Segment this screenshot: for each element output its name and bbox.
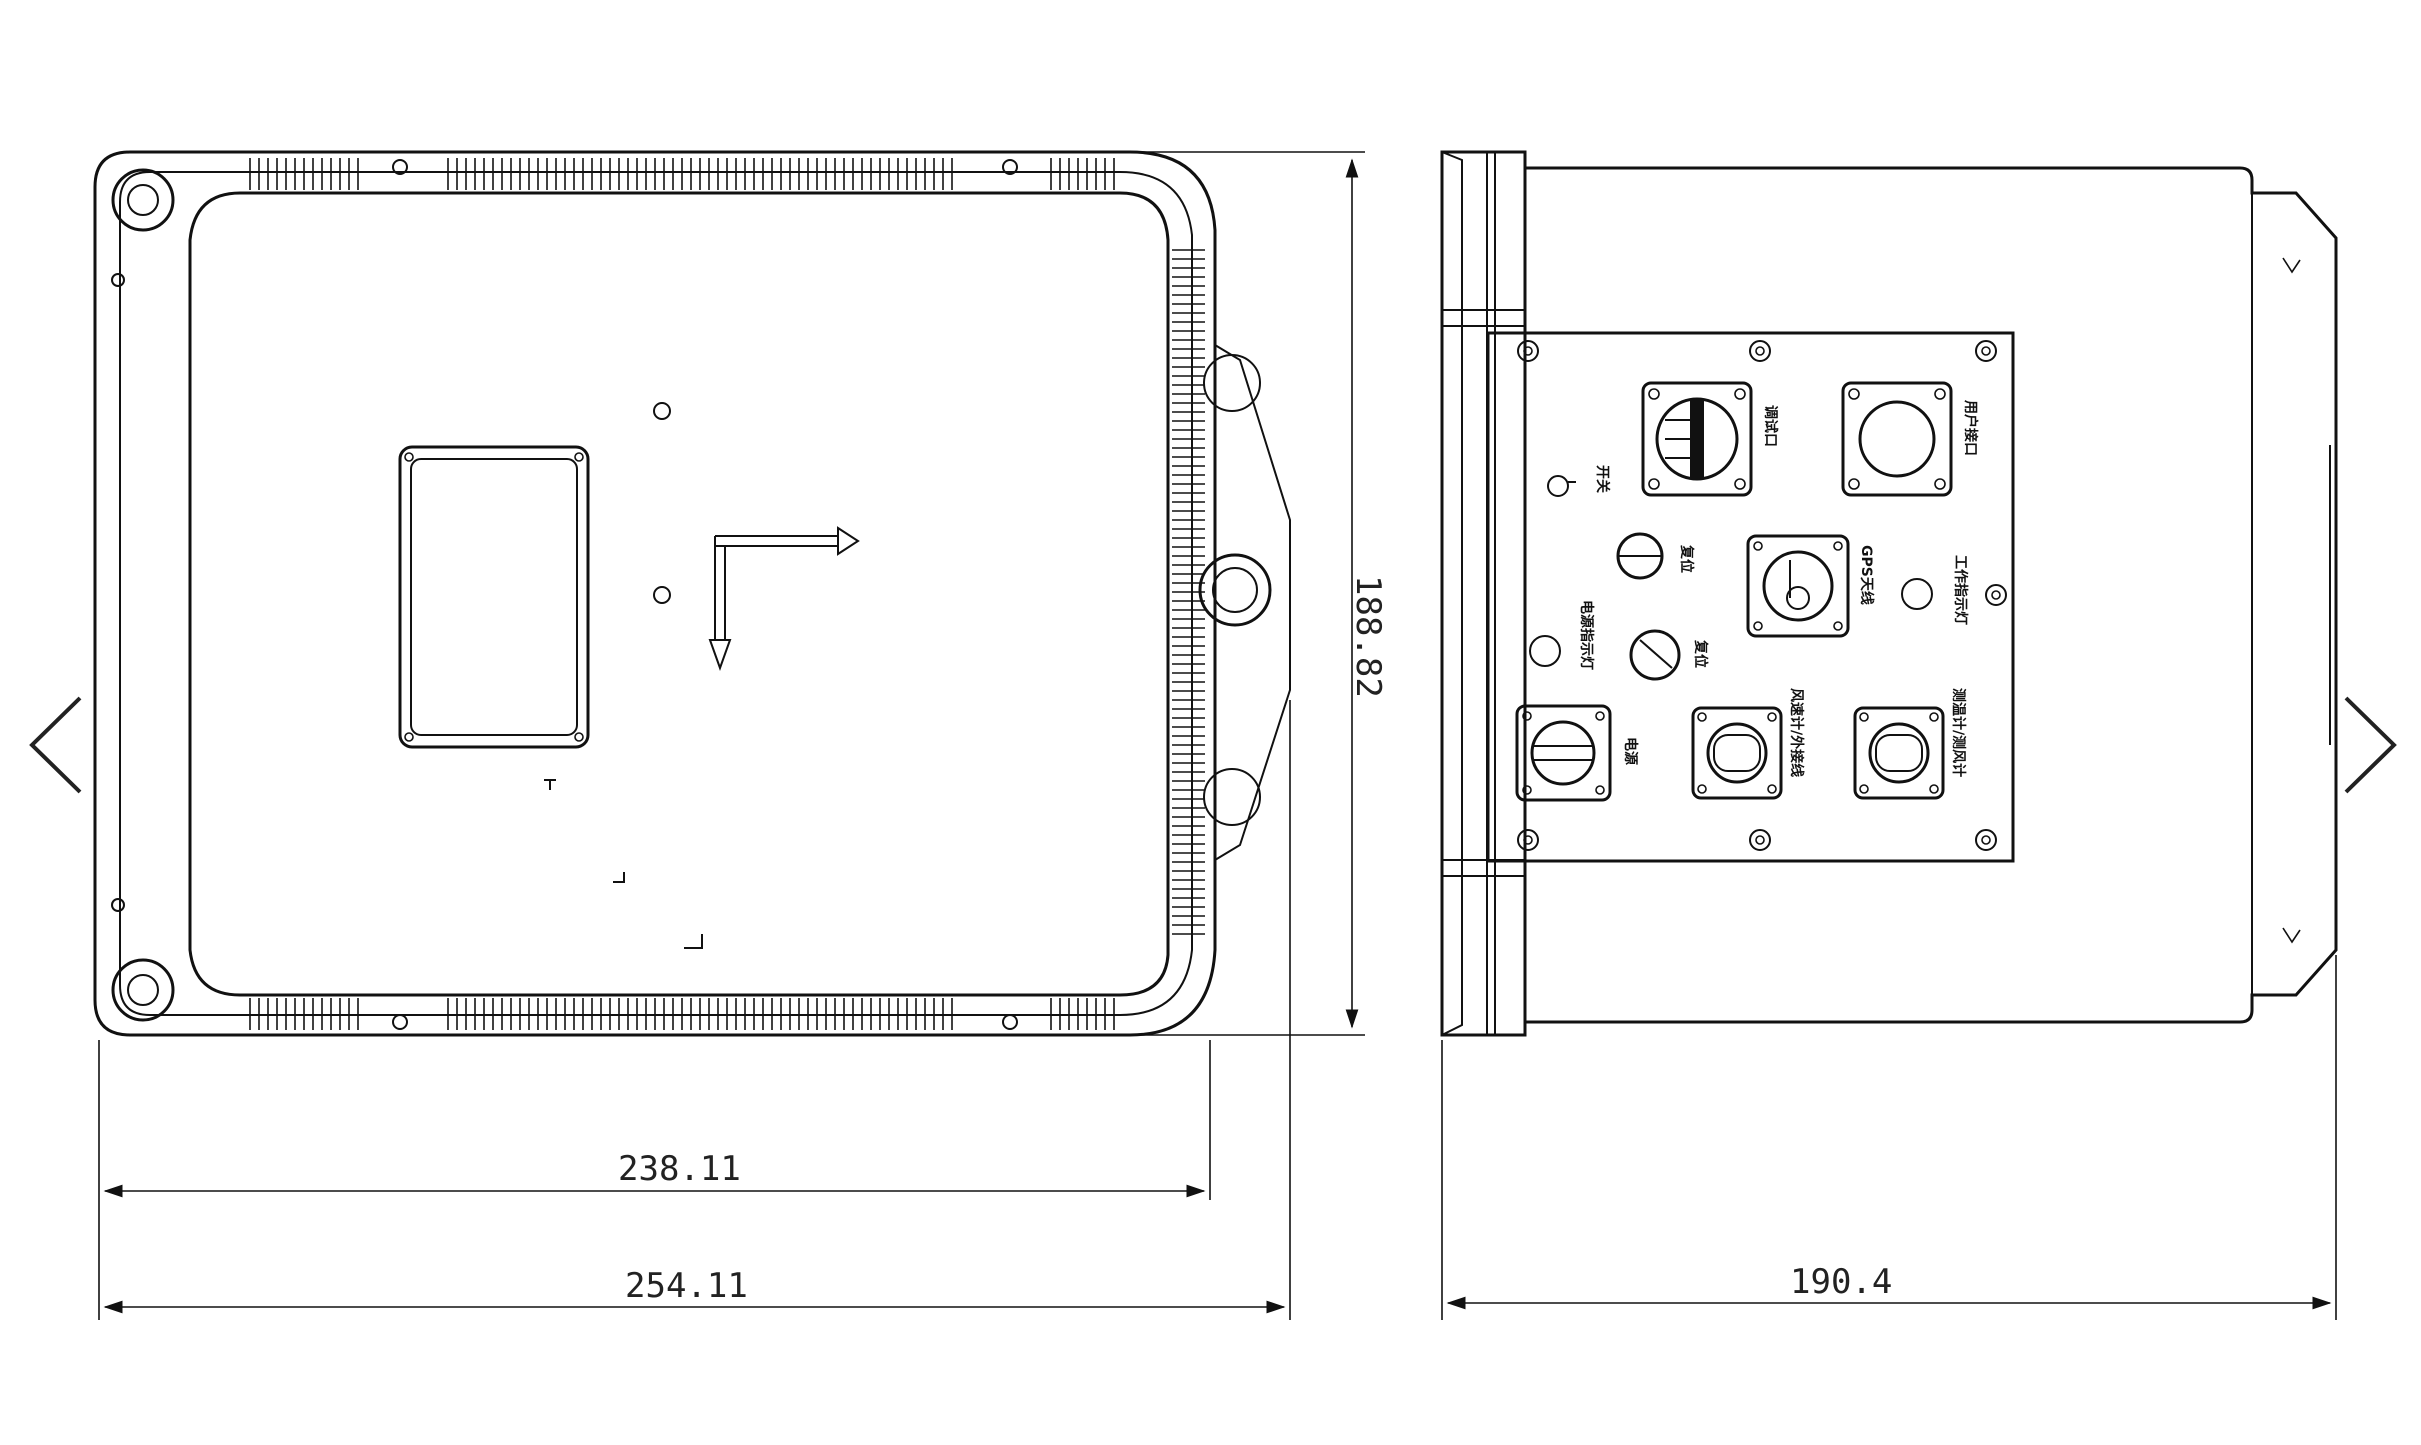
label-power-indicator: 电源指示灯 bbox=[1578, 600, 1595, 670]
lid-outline bbox=[188, 191, 1170, 997]
chevron-right-icon bbox=[2344, 696, 2397, 794]
mark-2 bbox=[613, 872, 625, 883]
work-indicator-led bbox=[1901, 578, 1933, 610]
screw-left-2 bbox=[111, 898, 125, 912]
corner-hole-bl-inner bbox=[127, 974, 159, 1006]
screw-top-2 bbox=[1002, 159, 1018, 175]
window-screw-4 bbox=[574, 732, 584, 742]
mark-1 bbox=[544, 779, 556, 790]
label-dip: 复位 bbox=[1678, 544, 1695, 573]
side-view: 开关 复位 复位 电源指示灯 调试口 用户接口 GPS天线 工作指示灯 电源 风… bbox=[1440, 150, 2338, 1037]
dip-switch bbox=[1616, 532, 1664, 580]
temp-port-connector bbox=[1853, 706, 1945, 800]
next-button[interactable] bbox=[2334, 690, 2404, 800]
reset-button bbox=[1629, 629, 1681, 681]
cooling-fins bbox=[249, 158, 1205, 1030]
label-work-indicator: 工作指示灯 bbox=[1952, 555, 1969, 625]
ear-hole-inner bbox=[1212, 567, 1258, 613]
depth-label: 190.4 bbox=[1790, 1262, 1892, 1302]
mark-3 bbox=[684, 934, 703, 949]
power-switch bbox=[1547, 475, 1576, 497]
screw-bottom-2 bbox=[1002, 1014, 1018, 1030]
label-data-port: 调试口 bbox=[1762, 405, 1779, 447]
power-indicator-led bbox=[1529, 635, 1561, 667]
inner-width-dimension: 238.11 bbox=[98, 1040, 1211, 1320]
height-label: 188.82 bbox=[1348, 575, 1388, 698]
window-screw-3 bbox=[404, 732, 414, 742]
chevron-left-icon bbox=[29, 696, 82, 794]
outer-width-dimension: 254.11 bbox=[103, 700, 1291, 1320]
gps-antenna-connector bbox=[1746, 534, 1850, 638]
axis-arrow-head-y bbox=[708, 639, 732, 671]
label-reset: 复位 bbox=[1692, 639, 1709, 668]
flange-front bbox=[1441, 151, 1463, 1036]
side-body bbox=[1525, 166, 2338, 1024]
corner-hole-tl-inner bbox=[127, 184, 159, 216]
ear-boss-top bbox=[1203, 354, 1261, 412]
prev-button[interactable] bbox=[22, 690, 92, 800]
outer-width-label: 254.11 bbox=[625, 1266, 748, 1306]
screw-top-1 bbox=[392, 159, 408, 175]
ext-port-connector bbox=[1691, 706, 1783, 800]
notch-1 bbox=[2282, 257, 2301, 274]
connector-panel bbox=[1486, 331, 2015, 863]
depth-dimension: 190.4 bbox=[1441, 955, 2337, 1320]
flange-outer bbox=[1440, 150, 1527, 1037]
label-gps-antenna: GPS天线 bbox=[1858, 545, 1875, 605]
screw-left-1 bbox=[111, 273, 125, 287]
label-sensor-port: 用户接口 bbox=[1962, 400, 1979, 456]
housing-outline bbox=[93, 150, 1217, 1037]
ear-boss-bottom bbox=[1203, 768, 1261, 826]
panel-screws bbox=[1517, 340, 2007, 851]
corner-hole-bl bbox=[111, 958, 175, 1022]
mounting-ear bbox=[1214, 344, 1291, 861]
display-window-inner bbox=[410, 458, 578, 736]
label-power-switch: 开关 bbox=[1594, 465, 1611, 493]
window-screw-1 bbox=[404, 452, 414, 462]
inner-width-label: 238.11 bbox=[618, 1149, 741, 1189]
power-port-connector bbox=[1515, 704, 1612, 802]
hole-lower bbox=[653, 586, 671, 604]
corner-hole-tl bbox=[111, 168, 175, 232]
axis-arrow-head-x bbox=[837, 526, 860, 556]
housing-inner-rim bbox=[119, 171, 1193, 1016]
ear-hole-outer bbox=[1198, 553, 1272, 627]
data-port-connector bbox=[1641, 381, 1753, 497]
window-screw-2 bbox=[574, 452, 584, 462]
notch-2 bbox=[2282, 927, 2301, 944]
sensor-port-connector bbox=[1841, 381, 1953, 497]
front-view bbox=[93, 150, 1291, 1037]
label-power-port: 电源 bbox=[1622, 737, 1639, 765]
display-window-outer bbox=[398, 445, 590, 749]
label-temp-port: 测温计/测风计 bbox=[1950, 688, 1967, 777]
hole-upper bbox=[653, 402, 671, 420]
screw-bottom-1 bbox=[392, 1014, 408, 1030]
label-ext-port: 风速计/外接线 bbox=[1788, 688, 1805, 777]
axis-arrow bbox=[714, 535, 838, 640]
height-dimension: 188.82 bbox=[1135, 151, 1388, 1036]
